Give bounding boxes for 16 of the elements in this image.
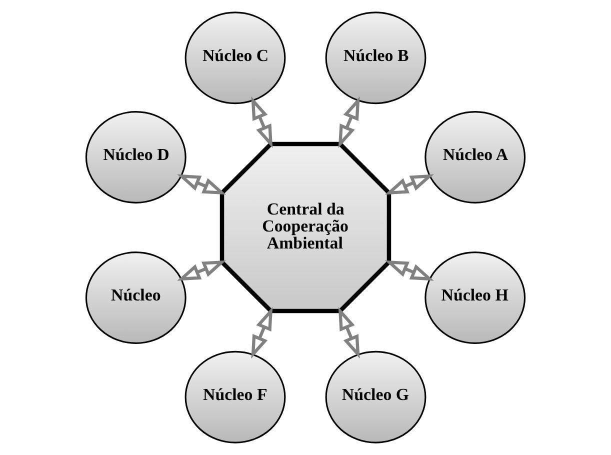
node-circle: Núcleo D	[85, 111, 186, 204]
node-circle: Núcleo B	[325, 12, 426, 104]
arrow	[177, 174, 226, 195]
node-circle: Núcleo C	[184, 12, 286, 104]
node-circle: Núcleo	[85, 252, 186, 344]
arrow	[338, 96, 360, 148]
arrow	[251, 306, 273, 359]
arrow	[384, 174, 434, 195]
node-circle: Núcleo H	[424, 252, 526, 344]
arrow	[338, 306, 360, 359]
node-circle: Núcleo F	[184, 350, 286, 444]
arrow	[177, 260, 226, 281]
arrow	[251, 96, 273, 148]
node-circle: Núcleo G	[325, 350, 426, 444]
node-circle: Núcleo A	[424, 111, 526, 204]
arrow	[384, 260, 434, 281]
